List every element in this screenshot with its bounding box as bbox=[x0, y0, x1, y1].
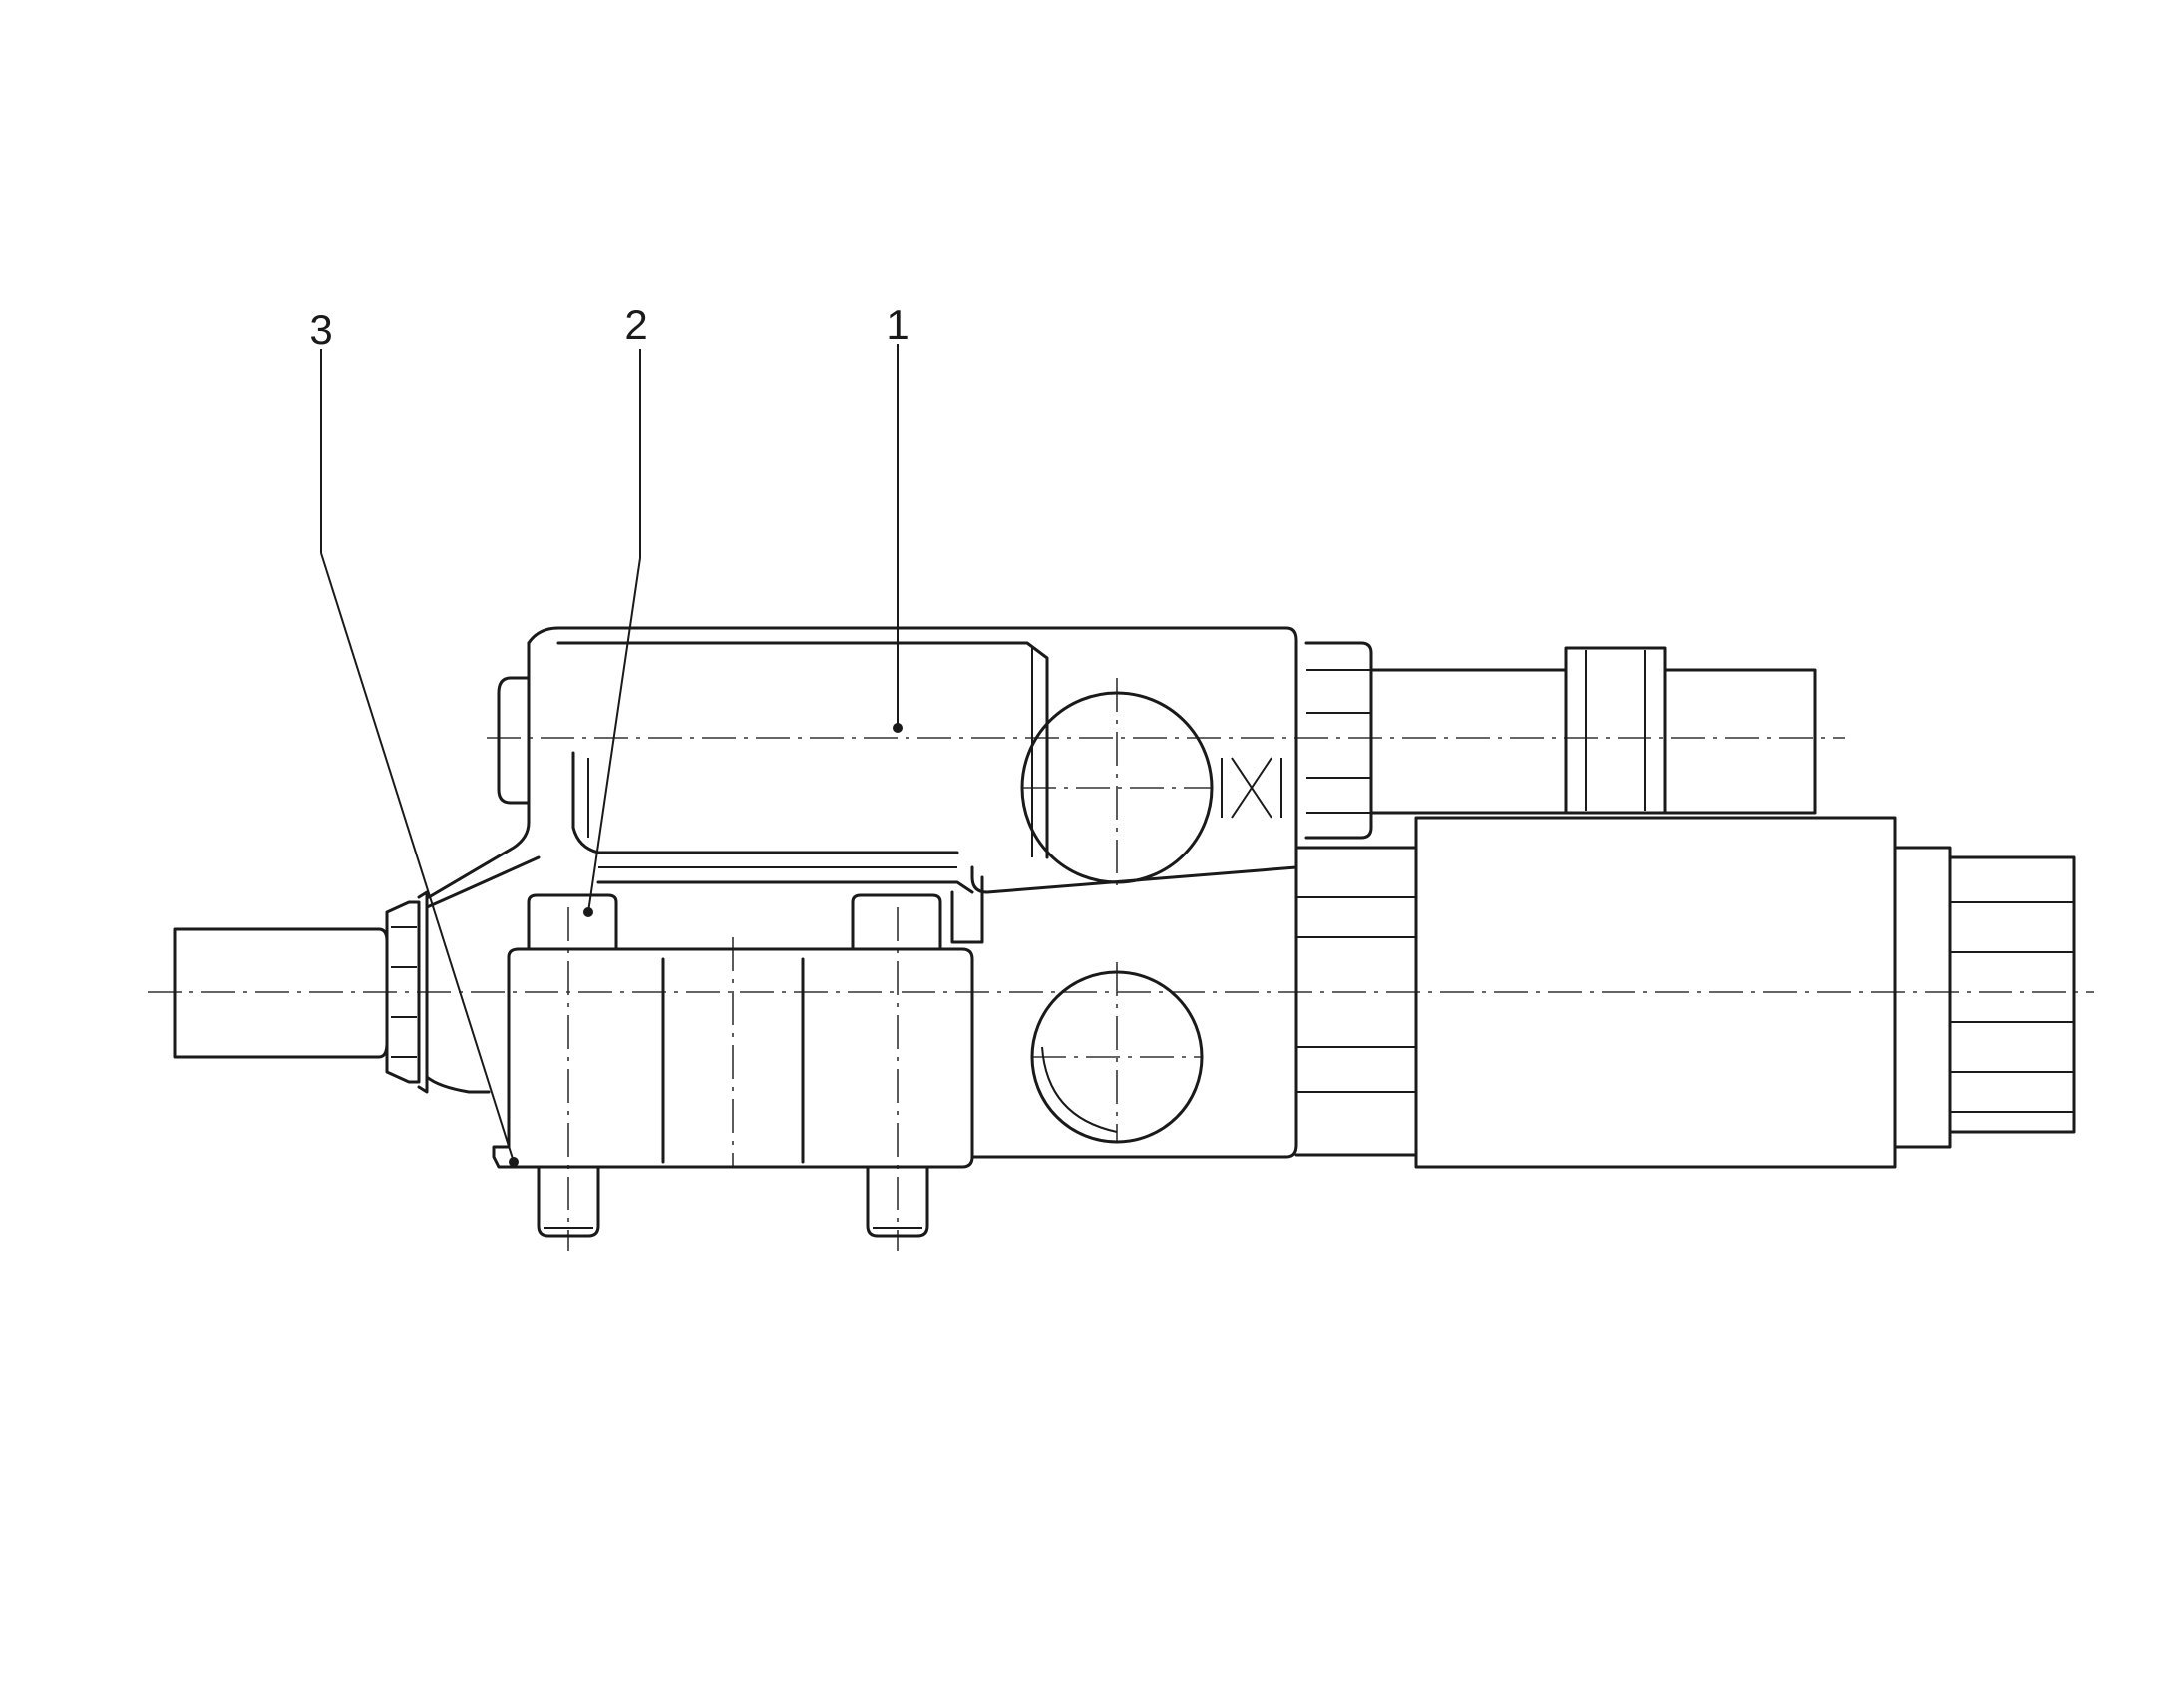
callout-2-target bbox=[583, 907, 593, 917]
callout-3-target bbox=[509, 1157, 519, 1167]
upper-fitting bbox=[1304, 641, 1817, 840]
callout-1-target bbox=[893, 723, 903, 733]
sub-plate bbox=[492, 893, 974, 1238]
callout-label-2: 2 bbox=[624, 301, 647, 348]
leader-lines bbox=[320, 344, 903, 1167]
callout-label-1: 1 bbox=[886, 301, 908, 348]
callout-label-3: 3 bbox=[309, 306, 332, 353]
valve-body bbox=[427, 626, 1298, 1159]
left-fitting bbox=[173, 855, 541, 1094]
solenoid-assembly bbox=[1294, 816, 2076, 1169]
center-lines bbox=[148, 678, 2094, 1251]
